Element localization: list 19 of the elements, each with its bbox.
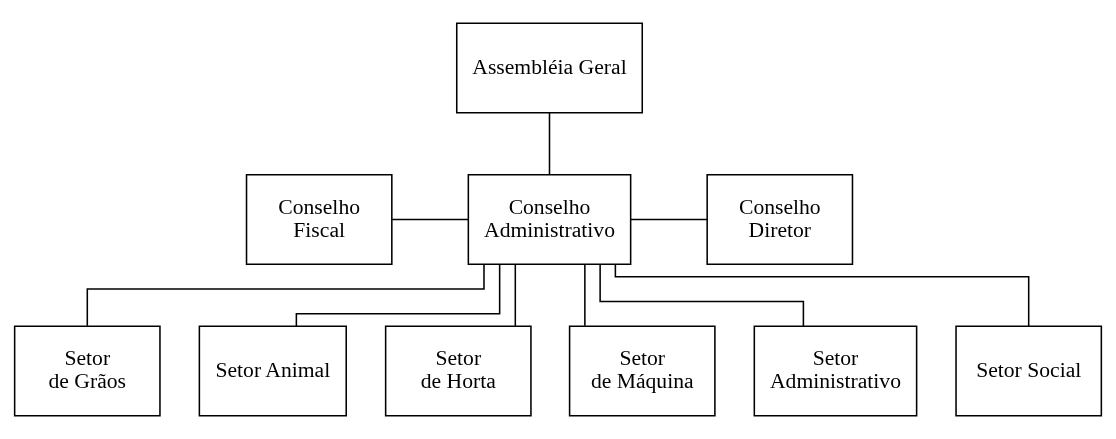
- node-box: Setor Social: [955, 325, 1103, 417]
- connector: [391, 218, 470, 221]
- connector: [599, 264, 805, 327]
- node-box: Setor Animal: [198, 325, 347, 417]
- node-box: Setor de Horta: [384, 325, 532, 417]
- connector: [548, 112, 551, 176]
- node-box: Setor de Grãos: [13, 325, 161, 417]
- connector: [614, 263, 1030, 327]
- node-box: Conselho Administrativo: [467, 173, 632, 266]
- node-box: Conselho Diretor: [706, 173, 854, 266]
- connector: [86, 263, 485, 327]
- connector: [584, 263, 586, 327]
- node-box: Setor de Máquina: [568, 325, 716, 417]
- node-box: Setor Administrativo: [753, 325, 918, 417]
- node-box: Assembléia Geral: [455, 22, 644, 114]
- node-box: Conselho Fiscal: [245, 173, 393, 266]
- connector: [514, 263, 517, 327]
- connector: [295, 263, 501, 327]
- connector: [629, 218, 708, 221]
